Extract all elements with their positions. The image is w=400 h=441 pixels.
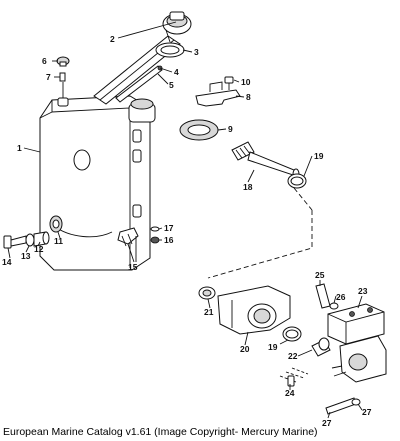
callout-10: 10: [241, 77, 251, 87]
callout-16: 16: [164, 235, 174, 245]
clamp-27a: [329, 302, 339, 310]
callout-14: 14: [2, 257, 12, 267]
oil-fill-tube: [93, 11, 192, 105]
grommet-small: [49, 215, 63, 233]
leader-lines: [7, 21, 363, 419]
grommet-large: [179, 119, 219, 141]
callout-24: 24: [285, 388, 295, 398]
callout-27b: 27: [362, 407, 372, 417]
callout-5: 5: [169, 80, 174, 90]
o-ring: [287, 173, 307, 189]
callout-21: 21: [204, 307, 214, 317]
screw-16: [150, 236, 160, 244]
oil-pump: [327, 303, 387, 383]
pump-housing: [217, 285, 291, 335]
tank-cap: [56, 56, 70, 67]
bracket: [195, 81, 241, 107]
callout-19b: 19: [268, 342, 278, 352]
clip: [117, 227, 139, 247]
callout-9: 9: [228, 124, 233, 134]
callout-22: 22: [288, 351, 298, 361]
callout-18: 18: [243, 182, 253, 192]
oil-tank: [39, 95, 156, 271]
spacer: [33, 231, 50, 247]
screw-10: [224, 76, 234, 90]
callout-3: 3: [194, 47, 199, 57]
bolt: [3, 235, 27, 249]
fitting: [198, 286, 216, 300]
screw-24: [279, 367, 309, 387]
drive-shaft: [231, 141, 300, 180]
callout-7: 7: [46, 72, 51, 82]
washer-17: [150, 226, 160, 232]
washer: [25, 233, 35, 247]
callout-26: 27: [322, 418, 332, 428]
callout-17: 17: [164, 223, 174, 233]
callout-8: 8: [246, 92, 251, 102]
o-ring-2: [282, 326, 302, 342]
callout-23: 23: [358, 286, 368, 296]
fill-cap-seal-ring: [155, 42, 185, 58]
hose-fitting-25: [315, 283, 331, 309]
clamp-27b: [351, 398, 361, 406]
callout-2: 2: [110, 34, 115, 44]
callout-20: 20: [240, 344, 250, 354]
hose-fitting-26: [325, 397, 357, 415]
callout-27: 26: [336, 292, 346, 302]
callout-13: 13: [21, 251, 31, 261]
callout-15: 15: [128, 262, 138, 272]
sleeve: [311, 337, 331, 357]
callout-6: 6: [42, 56, 47, 66]
callout-11: 11: [54, 236, 63, 246]
callout-19: 19: [314, 151, 324, 161]
image-caption: European Marine Catalog v1.61 (Image Cop…: [3, 426, 318, 438]
callout-25: 25: [315, 270, 325, 280]
callout-1: 1: [17, 143, 22, 153]
callout-12: 12: [34, 244, 44, 254]
callout-numbers: 1 2 3 4 5 6 7 8 9 10 11 12 13 14 15 16 1…: [2, 34, 372, 428]
tank-cap-fitting: [57, 82, 69, 107]
callout-4: 4: [174, 67, 179, 77]
stud: [59, 72, 66, 82]
